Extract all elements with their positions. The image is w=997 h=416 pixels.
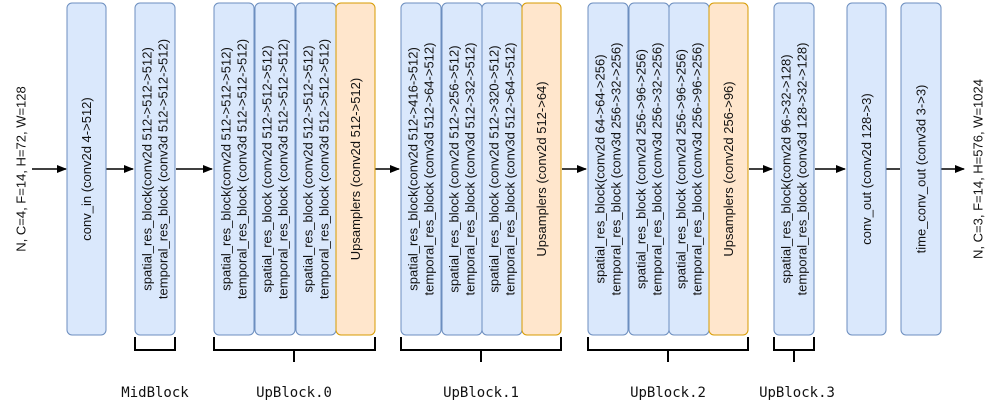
upblock1-col2-spatial: spatial_res_block (conv2d 512->256->512) <box>447 45 462 292</box>
upblock1-label: UpBlock.1 <box>443 385 519 401</box>
midblock-label: MidBlock <box>121 385 189 401</box>
upblock0-label: UpBlock.0 <box>256 385 332 401</box>
time-conv-out-label: time_conv_out (conv3d 3->3) <box>914 85 929 254</box>
midblock-spatial-label: spatial_res_block(conv2d 512->512->512) <box>140 47 155 291</box>
upblock1-col1-spatial: spatial_res_block(conv2d 512->416->512) <box>406 47 421 291</box>
midblock-box: spatial_res_block(conv2d 512->512->512) … <box>134 2 176 336</box>
upblock2-col3-spatial: spatial_res_block (conv2d 256->96->256) <box>674 49 689 289</box>
midblock-bracket <box>134 337 176 351</box>
upblock1-upsampler-label: Upsamplers (conv2d 512->64) <box>534 81 549 256</box>
upblock0-bracket <box>213 337 376 362</box>
upblock2-col3-temporal: temporal_res_block (conv3d 256->96->256) <box>690 43 705 296</box>
upblock1-col1-temporal: temporal_res_block (conv3d 512->64->512) <box>422 43 437 296</box>
time-conv-out-box: time_conv_out (conv3d 3->3) <box>900 2 942 336</box>
conv-out-box: conv_out (conv2d 128->3) <box>846 2 887 336</box>
upblock1-col2-temporal: temporal_res_block (conv3d 512->32->512) <box>463 43 478 296</box>
upblock0-col3-temporal: temporal_res_block (conv3d 512->512->512… <box>317 39 332 299</box>
upblock2-upsampler-label: Upsamplers (conv2d 256->96) <box>721 81 736 256</box>
midblock-temporal-label: temporal_res_block (conv3d 512->512->512… <box>156 39 171 299</box>
upblock2-col1-temporal: temporal_res_block (conv3d 256->32->256) <box>609 43 624 296</box>
upblock2-label: UpBlock.2 <box>630 385 706 401</box>
upblock2-col1-spatial: spatial_res_block(conv2d 64->64->256) <box>593 54 608 283</box>
output-shape-label: N, C=3, F=14, H=576, W=1024 <box>971 79 986 259</box>
upblock2-col2-temporal: temporal_res_block (conv3d 256->32->256) <box>650 43 665 296</box>
upblock0-upsampler-label: Upsamplers (conv2d 512->512) <box>348 78 363 260</box>
block-brackets <box>134 337 815 362</box>
upblock0-col2-spatial: spatial_res_block (conv2d 512->512->512) <box>260 45 275 292</box>
upblock0-col1-spatial: spatial_res_block(conv2d 512->512->512) <box>219 47 234 291</box>
upblock1-group: spatial_res_block(conv2d 512->416->512) … <box>400 2 562 336</box>
upblock2-bracket <box>587 337 749 362</box>
upblock3-bracket <box>773 337 815 362</box>
upblock0-group: spatial_res_block(conv2d 512->512->512) … <box>213 2 376 336</box>
upblock3-spatial-label: spatial_res_block(conv2d 96->32->128) <box>779 54 794 283</box>
upblock2-col2-spatial: spatial_res_block (conv2d 256->96->256) <box>634 49 649 289</box>
upblock0-col3-spatial: spatial_res_block (conv2d 512->512->512) <box>301 45 316 292</box>
upblock3-label: UpBlock.3 <box>759 385 835 401</box>
upblock3-temporal-label: temporal_res_block (conv3d 128->32->128) <box>795 43 810 296</box>
upblock1-bracket <box>400 337 562 362</box>
upblock2-group: spatial_res_block(conv2d 64->64->256) te… <box>587 2 749 336</box>
conv-out-label: conv_out (conv2d 128->3) <box>859 93 874 244</box>
upblock1-col3-temporal: temporal_res_block (conv3d 512->64->512) <box>503 43 518 296</box>
upblock0-col2-temporal: temporal_res_block (conv3d 512->512->512… <box>276 39 291 299</box>
upblock1-col3-spatial: spatial_res_block (conv2d 512->320->512) <box>487 45 502 292</box>
upblock0-col1-temporal: temporal_res_block (conv3d 512->512->512… <box>235 39 250 299</box>
input-shape-label: N, C=4, F=14, H=72, W=128 <box>14 86 29 251</box>
conv-in-label: conv_in (conv2d 4->512) <box>79 97 94 240</box>
conv-in-box: conv_in (conv2d 4->512) <box>66 2 107 336</box>
upblock3-box: spatial_res_block(conv2d 96->32->128) te… <box>773 2 815 336</box>
